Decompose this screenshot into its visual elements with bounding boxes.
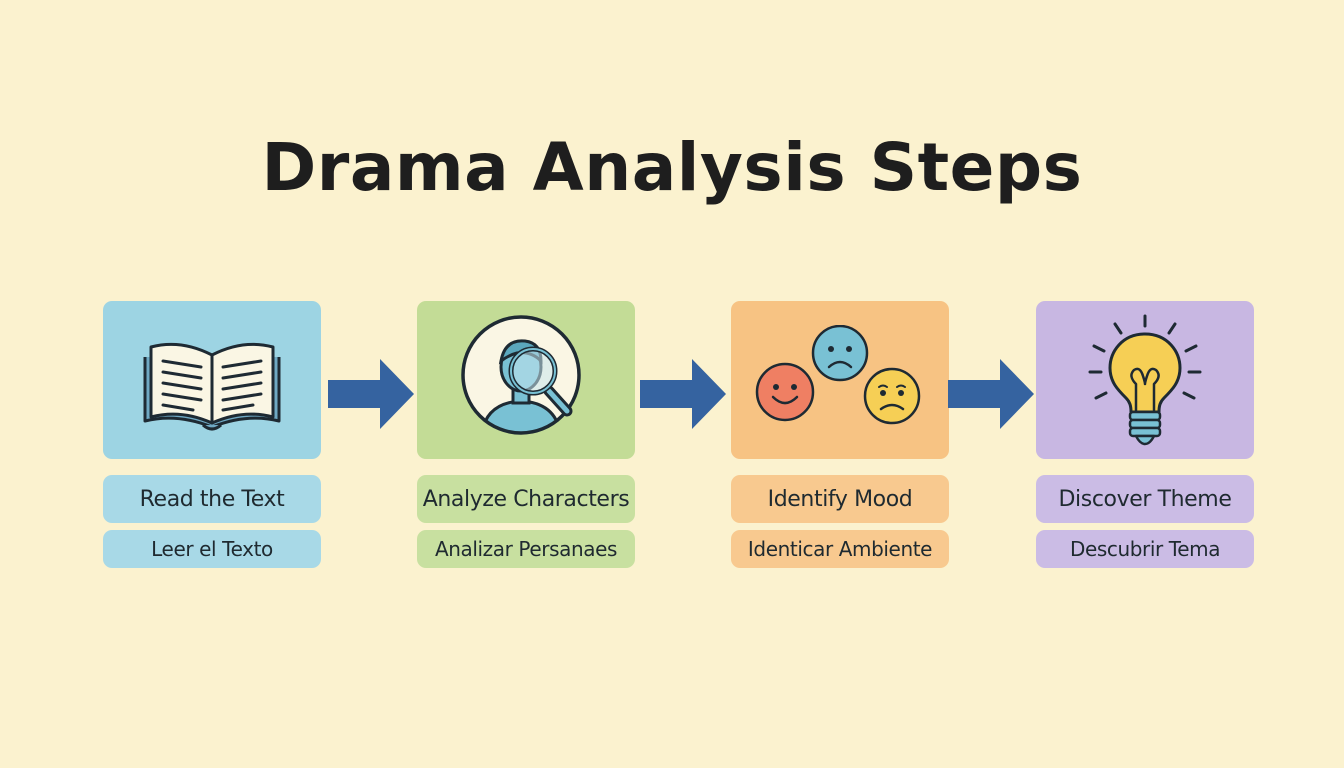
step-label: Identify Mood bbox=[731, 475, 949, 523]
step-card bbox=[1036, 301, 1254, 459]
arrow-right-icon bbox=[640, 359, 726, 429]
step-label: Read the Text bbox=[103, 475, 321, 523]
step-analyze-characters: Analyze Characters Analizar Persanaes bbox=[417, 301, 635, 568]
open-book-icon bbox=[143, 342, 281, 431]
step-label: Analyze Characters bbox=[417, 475, 635, 523]
step-card bbox=[103, 301, 321, 459]
step-discover-theme: Discover Theme Descubrir Tema bbox=[1036, 301, 1254, 568]
step-label: Discover Theme bbox=[1036, 475, 1254, 523]
happy-face-icon bbox=[755, 362, 815, 422]
arrow-right-icon bbox=[328, 359, 414, 429]
sad-face-icon bbox=[811, 325, 869, 382]
step-read-text: Read the Text Leer el Texto bbox=[103, 301, 321, 568]
step-sublabel: Descubrir Tema bbox=[1036, 530, 1254, 568]
magnifying-glass-person-icon bbox=[461, 315, 581, 435]
step-card bbox=[417, 301, 635, 459]
step-sublabel: Identicar Ambiente bbox=[731, 530, 949, 568]
light-bulb-icon bbox=[1088, 314, 1202, 446]
step-card bbox=[731, 301, 949, 459]
arrow-right-icon bbox=[948, 359, 1034, 429]
step-sublabel: Leer el Texto bbox=[103, 530, 321, 568]
emotion-faces-icon bbox=[755, 325, 921, 425]
step-identify-mood: Identify Mood Identicar Ambiente bbox=[731, 301, 949, 568]
step-sublabel: Analizar Persanaes bbox=[417, 530, 635, 568]
worried-face-icon bbox=[863, 367, 921, 425]
page-title: Drama Analysis Steps bbox=[261, 129, 1083, 206]
